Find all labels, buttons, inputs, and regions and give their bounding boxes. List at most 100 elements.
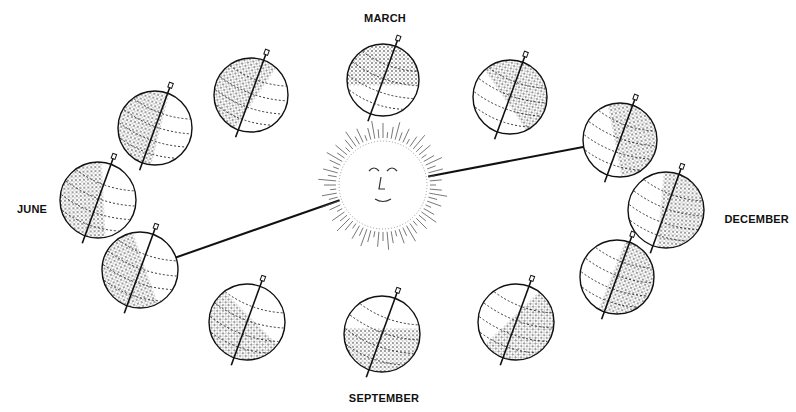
sun-ray bbox=[422, 155, 427, 158]
sun-ray bbox=[429, 176, 435, 177]
sun-ray bbox=[327, 153, 343, 162]
earth-axis bbox=[650, 167, 681, 253]
earth-globe bbox=[461, 40, 567, 152]
sun-ray bbox=[395, 122, 400, 139]
month-label: JUNE bbox=[17, 203, 47, 216]
night-shading bbox=[188, 290, 280, 382]
earth-globe bbox=[104, 71, 205, 183]
month-label: DECEMBER bbox=[724, 213, 789, 226]
sun-ray bbox=[345, 221, 353, 230]
night-shading bbox=[483, 41, 567, 133]
sun-ray bbox=[359, 228, 363, 236]
sun-ray bbox=[391, 127, 393, 139]
month-label: MARCH bbox=[364, 12, 406, 25]
sun-ray bbox=[422, 212, 437, 222]
sun-ray bbox=[353, 224, 356, 229]
sun-ray bbox=[430, 180, 442, 181]
sun-ray bbox=[416, 145, 422, 151]
sun-ray bbox=[424, 156, 434, 162]
sun-ray bbox=[330, 189, 336, 191]
sun-ray bbox=[368, 128, 371, 140]
sun-ray bbox=[427, 201, 441, 206]
sun-ray bbox=[387, 232, 389, 250]
earth-globe bbox=[194, 38, 301, 150]
sun-ray bbox=[416, 218, 427, 229]
earth-axis bbox=[236, 53, 267, 138]
sun-ray bbox=[336, 145, 347, 155]
sun-ray bbox=[407, 139, 410, 144]
sun-ray bbox=[323, 169, 337, 173]
earth-axis bbox=[495, 55, 526, 140]
sun-ray bbox=[391, 231, 393, 243]
night-shading bbox=[598, 239, 672, 329]
sun-ray bbox=[413, 221, 417, 226]
sun-ray bbox=[333, 167, 339, 169]
earth-axis bbox=[231, 279, 262, 365]
night-shading bbox=[194, 39, 278, 131]
sun-ray bbox=[378, 232, 379, 247]
earth-axis bbox=[366, 291, 397, 377]
sun-ray bbox=[374, 231, 375, 237]
earth-axis bbox=[124, 227, 155, 313]
sun-ray bbox=[407, 226, 416, 242]
axis-pole bbox=[260, 275, 265, 281]
sun-ray bbox=[427, 166, 435, 169]
earth-globe bbox=[332, 276, 433, 390]
sun-ray bbox=[410, 137, 417, 147]
sun-ray bbox=[337, 153, 344, 158]
sun-ray bbox=[361, 229, 367, 246]
sun-ray bbox=[428, 169, 442, 173]
sun-face bbox=[369, 168, 397, 202]
sun-ray bbox=[399, 229, 404, 243]
sun-ray bbox=[340, 215, 347, 221]
earth-axis bbox=[605, 98, 636, 183]
sun-ray bbox=[345, 140, 353, 149]
sun-ray bbox=[383, 232, 384, 241]
earth-axis bbox=[82, 157, 113, 243]
sun-ray bbox=[410, 224, 417, 234]
earth-globe bbox=[188, 264, 298, 382]
sun-ray bbox=[337, 218, 350, 231]
earth-axis bbox=[602, 235, 633, 320]
sun-ray bbox=[330, 205, 341, 210]
sun-ray bbox=[429, 193, 447, 196]
sun-ray bbox=[346, 132, 356, 147]
axis-pole bbox=[153, 223, 158, 229]
sun-ray bbox=[426, 158, 442, 166]
sun-ray bbox=[324, 185, 336, 186]
axis-pole bbox=[264, 49, 269, 55]
sun-ray bbox=[403, 129, 409, 143]
sun-ray bbox=[413, 135, 425, 149]
sun-ray bbox=[399, 132, 402, 140]
axis-pole bbox=[395, 287, 400, 293]
axis-pole bbox=[679, 163, 684, 169]
sun-ray bbox=[430, 185, 436, 186]
sun-ray bbox=[419, 215, 426, 221]
earth-globe bbox=[568, 220, 671, 332]
night-shading bbox=[607, 94, 669, 180]
sun-ray bbox=[424, 209, 434, 215]
axis-pole bbox=[523, 51, 528, 57]
sun-ray bbox=[428, 197, 437, 199]
sun-ray bbox=[330, 160, 341, 165]
night-shading bbox=[483, 290, 575, 381]
sun-ray bbox=[357, 129, 363, 143]
sun-ray bbox=[383, 123, 384, 138]
earth-globe bbox=[466, 264, 575, 382]
sun-ray bbox=[329, 197, 338, 199]
sun-ray bbox=[378, 129, 380, 138]
sun-ray bbox=[387, 132, 389, 138]
sun-disc bbox=[339, 141, 427, 229]
sun bbox=[318, 121, 447, 250]
night-shading bbox=[104, 80, 170, 167]
sun-ray bbox=[365, 135, 367, 141]
sun-ray bbox=[355, 137, 360, 145]
earth-axis bbox=[368, 39, 398, 122]
earth-axis bbox=[500, 279, 531, 365]
sun-ray bbox=[346, 148, 350, 152]
sun-ray bbox=[332, 212, 344, 221]
month-label: SEPTEMBER bbox=[349, 392, 419, 405]
axis-pole bbox=[633, 94, 638, 100]
